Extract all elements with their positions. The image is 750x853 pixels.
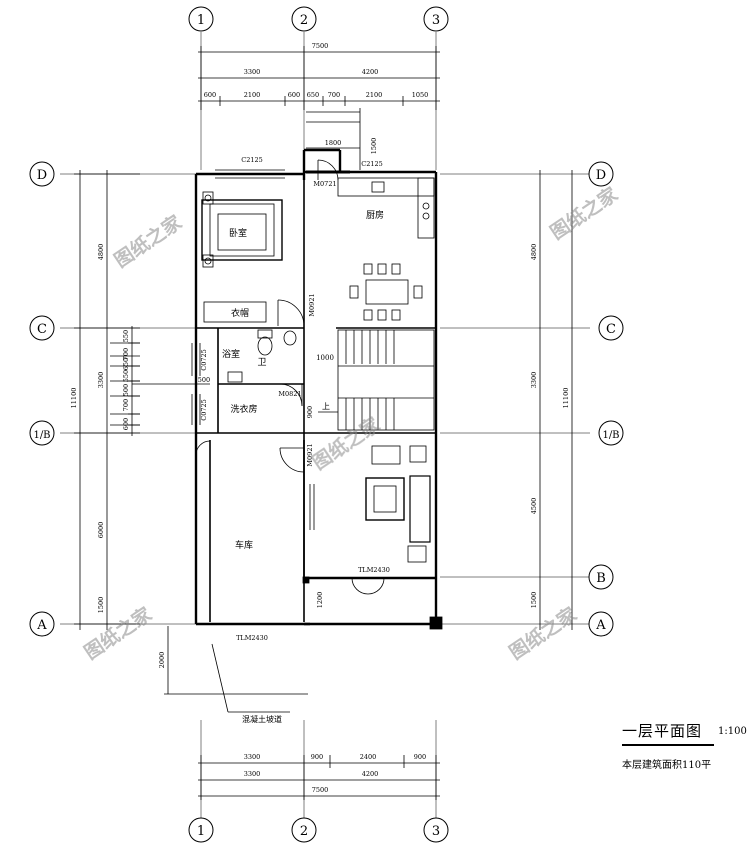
door-tlm2430-garage: TLM2430: [236, 634, 268, 642]
dim-misc-1: 1000: [316, 354, 334, 362]
dim-top-detail-5: 700: [328, 91, 340, 99]
room-laundry: 洗衣房: [230, 403, 257, 415]
door-m0821: M0821: [278, 390, 301, 398]
dim-left-seg-4: 1500: [97, 597, 105, 614]
watermark-4: 图纸之家: [80, 602, 157, 664]
dim-left-seg-2: 3300: [97, 372, 105, 389]
axis-top-3: 3: [432, 13, 440, 28]
window-c0725-a: C0725: [200, 349, 208, 371]
axis-bottom-3: 3: [432, 824, 440, 839]
axis-right-1b: 1/B: [602, 430, 619, 441]
dim-right-total: 11100: [562, 388, 570, 409]
dim-top-detail-4: 650: [307, 91, 319, 99]
dim-top-mid-1: 3300: [244, 68, 261, 76]
dim-bottom-detail-2: 900: [311, 753, 323, 761]
door-m0721: M0721: [313, 180, 336, 188]
dim-top-detail-3: 600: [288, 91, 300, 99]
dim-bottom-detail-3: 2400: [360, 753, 377, 761]
dim-right-seg-1: 4800: [530, 244, 538, 261]
watermark-2: 图纸之家: [546, 182, 623, 244]
axis-right-c: C: [606, 322, 616, 337]
axis-top-2: 2: [300, 13, 308, 28]
axis-right-b: B: [596, 571, 606, 586]
room-bath: 浴室: [222, 348, 240, 360]
dim-bottom-detail-1: 3300: [244, 753, 261, 761]
dim-right-seg-2: 3300: [530, 372, 538, 389]
dim-left-window-7: 600: [122, 418, 130, 430]
dim-left-window-3: 650: [122, 358, 130, 370]
room-wc: 卫: [257, 358, 266, 368]
room-wardrobe: 衣帽: [231, 307, 249, 319]
axis-right-a: A: [595, 618, 606, 633]
drawing-title: 一层平面图: [622, 722, 703, 740]
room-bedroom: 卧室: [229, 227, 247, 239]
stair-up-label: 上: [322, 402, 330, 411]
dim-right-seg-4: 1500: [530, 592, 538, 609]
dim-bottom-mid-2: 4200: [362, 770, 379, 778]
axis-left-1b: 1/B: [33, 430, 50, 441]
drawing-scale: 1:100: [718, 726, 747, 737]
axis-top-1: 1: [197, 13, 205, 28]
dim-right-seg-3: 4500: [530, 498, 538, 515]
axis-left-d: D: [37, 168, 47, 183]
dim-left-total: 11100: [70, 388, 78, 409]
dim-ramp-length: 2000: [158, 652, 166, 669]
door-m0921-bed: M0921: [308, 293, 316, 316]
dim-left-seg-3: 6000: [97, 522, 105, 539]
title-block: 一层平面图 1:100 本层建筑面积110平: [600, 716, 750, 776]
watermark-5: 图纸之家: [505, 602, 582, 664]
dim-stair-ext-2: 1500: [370, 138, 378, 155]
dim-left-seg-1: 4800: [97, 244, 105, 261]
window-c2125-kitchen: C2125: [361, 160, 383, 168]
window-c2125-top: C2125: [241, 156, 263, 164]
title-underline: [622, 744, 714, 746]
dim-stair-ext-1: 1800: [325, 139, 342, 147]
dim-top-total: 7500: [312, 42, 329, 50]
dim-top-detail-1: 600: [204, 91, 216, 99]
axis-left-a: A: [36, 618, 47, 633]
axis-right-d: D: [596, 168, 606, 183]
door-tlm2430-main: TLM2430: [358, 566, 390, 574]
room-garage: 车库: [235, 539, 253, 551]
dim-left-window-4: 550: [122, 370, 130, 382]
dim-bottom-total: 7500: [312, 786, 329, 794]
dim-bottom-detail-4: 900: [414, 753, 426, 761]
dim-bottom-mid-1: 3300: [244, 770, 261, 778]
axis-left-c: C: [37, 322, 47, 337]
dim-top-mid-2: 4200: [362, 68, 379, 76]
axis-bottom-2: 2: [300, 824, 308, 839]
door-m0921-living: M0921: [306, 443, 314, 466]
dim-left-window-5: 700: [122, 399, 130, 411]
ramp-label: 混凝土坡道: [242, 714, 282, 724]
dim-misc-4: 500: [198, 376, 210, 384]
dim-top-detail-7: 1050: [412, 91, 429, 99]
dim-left-window-1: 550: [122, 330, 130, 342]
dim-left-window-2: 700: [122, 348, 130, 360]
dim-left-window-6: 500: [122, 384, 130, 396]
window-c0725-b: C0725: [200, 399, 208, 421]
room-kitchen: 厨房: [366, 209, 384, 221]
dim-misc-3: 1200: [316, 592, 324, 609]
dim-top-detail-2: 2100: [244, 91, 261, 99]
dim-misc-2: 900: [306, 406, 314, 418]
floor-area-note: 本层建筑面积110平: [622, 760, 712, 771]
dim-top-detail-6: 2100: [366, 91, 383, 99]
watermark-1: 图纸之家: [110, 210, 187, 272]
axis-bottom-1: 1: [197, 824, 205, 839]
